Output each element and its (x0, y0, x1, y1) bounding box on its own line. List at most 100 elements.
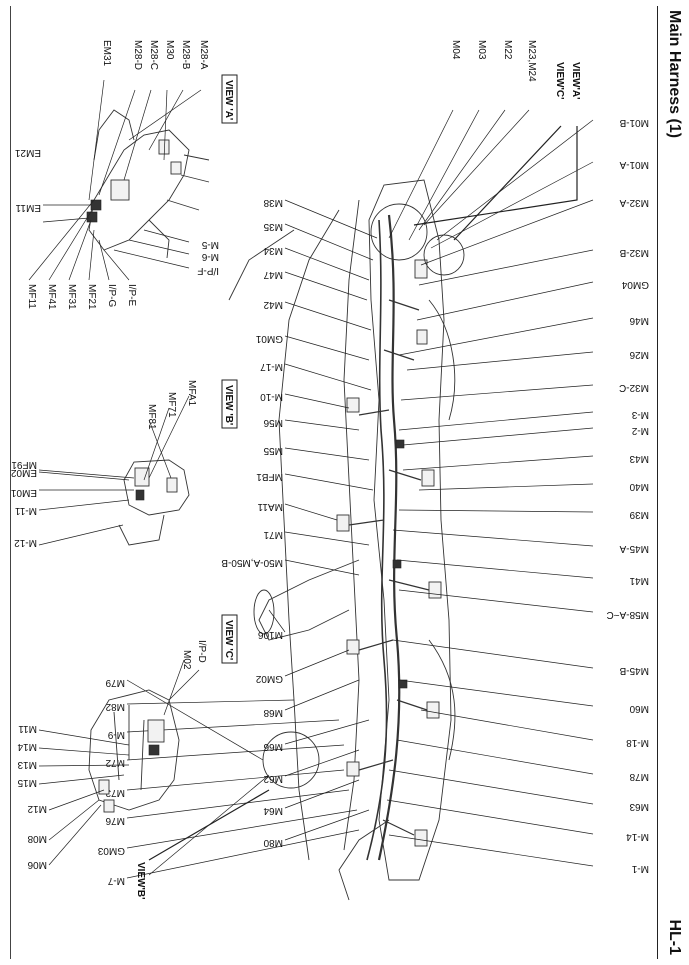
top-left-label: M03 (476, 40, 487, 60)
top-row-label: M78 (629, 771, 649, 782)
view-b-top-label: MFA1 (186, 380, 197, 407)
top-row-label: M39 (629, 509, 649, 520)
view-a-title: VIEW 'A' (223, 80, 234, 120)
view-pointers (148, 125, 578, 861)
middle-row-label: M106 (258, 629, 283, 640)
middle-row-label: M47 (263, 269, 283, 280)
view-a-right-top-label: M-6 (201, 251, 219, 262)
view-c-inset: VIEW 'C' (88, 614, 238, 813)
view-a-right-bottom-label: MF41 (46, 284, 57, 310)
view-b-top-label: MF81 (146, 404, 157, 430)
view-b-right-label: EM01 (10, 487, 37, 498)
middle-row-label: M-17 (260, 361, 283, 372)
top-left-label: M22 (502, 40, 513, 60)
top-row-label: M-2 (631, 425, 649, 436)
middle-row-label: M80 (263, 837, 283, 848)
middle-row-label: M66 (263, 741, 283, 752)
view-c-right-label: M13 (17, 759, 37, 770)
top-row-label: M-14 (626, 831, 649, 842)
middle-row-label: M50-A,M50-B (221, 557, 283, 568)
view-a-top-label: EM31 (101, 40, 112, 67)
pointer-view-c: VIEW'C' (554, 62, 565, 100)
view-a-top-label: M28-D (132, 40, 143, 70)
view-c-right-label: M12 (27, 803, 47, 814)
top-row-label: M-3 (631, 409, 649, 420)
middle-row-label: MFB1 (256, 471, 283, 482)
view-a-inset: VIEW 'A' (86, 74, 238, 259)
top-row-label: M-18 (626, 737, 649, 748)
middle-row-label: M71 (263, 529, 283, 540)
middle-row-label: M68 (263, 707, 283, 718)
view-c-leaders (38, 659, 200, 866)
view-b-top-label: MF71 (166, 392, 177, 418)
view-c-top-label: I/P-D (196, 640, 207, 663)
view-b-box (221, 379, 238, 429)
view-a-leaders (28, 79, 202, 281)
pointer-view-b: VIEW'B' (135, 862, 146, 900)
view-a-right-bottom-label: I/P-E (126, 284, 137, 307)
middle-row-labels: M38M35M34M47M42GM01M-17M-10M56M55MFB1MA1… (221, 197, 283, 848)
view-a-left-label: EM21 (14, 147, 41, 158)
middle-row-label: M62 (263, 773, 283, 784)
view-a-top-label: M28-A (198, 40, 209, 70)
middle-leaders (268, 199, 378, 841)
top-left-label: M04 (450, 40, 461, 60)
middle-row-label: M34 (263, 245, 283, 256)
top-row-label: M41 (629, 575, 649, 586)
bottom-right-label: M-9 (107, 729, 125, 740)
view-b-title: VIEW 'B' (223, 385, 234, 425)
top-row-label: M60 (629, 703, 649, 714)
view-c-box (221, 614, 238, 664)
view-a-top-label: M28-B (180, 40, 191, 70)
bottom-right-label: M76 (105, 815, 125, 826)
top-leaders (386, 109, 594, 867)
top-row-label: M-1 (631, 863, 649, 874)
top-row-label: M46 (629, 315, 649, 326)
top-row-label: M58-A~C (606, 609, 649, 620)
top-left-labels: M23,M24 M22 M03 M04 (450, 40, 537, 82)
top-row-label: M40 (629, 481, 649, 492)
top-left-label: M23,M24 (526, 40, 537, 82)
middle-row-label: MA11 (257, 501, 283, 512)
top-row-label: M45-A (619, 543, 649, 554)
view-c-right-label: M08 (27, 833, 47, 844)
bottom-right-label: M82 (105, 701, 125, 712)
view-b-right-label: EM02 (10, 467, 37, 478)
view-b-right-label: M-12 (14, 537, 37, 548)
bottom-right-label: M73 (105, 787, 125, 798)
top-row-label: M01-B (619, 117, 649, 128)
top-row-label: M45-B (619, 665, 649, 676)
middle-row-label: M56 (263, 417, 283, 428)
pointer-view-a: VIEW'A' (570, 62, 581, 100)
top-row-label: M32-A (619, 197, 649, 208)
middle-row-label: M42 (263, 299, 283, 310)
bottom-right-label: M79 (105, 677, 125, 688)
bottom-right-label: M-7 (107, 875, 125, 886)
middle-row-label: M35 (263, 221, 283, 232)
view-c-right-label: M15 (17, 777, 37, 788)
view-b-right-label: M-11 (15, 505, 37, 516)
top-row-label: M32-C (619, 382, 649, 393)
top-row-label: M32-B (619, 247, 649, 258)
view-c-title: VIEW 'C' (223, 620, 234, 660)
view-a-box (221, 74, 238, 124)
top-row-labels: M01-BM01-AM32-AM32-BGM04M46M26M32-CM-3M-… (606, 117, 649, 874)
bottom-right-label: M72 (105, 757, 125, 768)
view-c-right-label: M14 (17, 741, 37, 752)
view-b-left-label: MF91 (11, 459, 37, 470)
view-a-top-label: M30 (164, 40, 175, 60)
middle-row-label: GM01 (255, 333, 283, 344)
view-a-right-bottom-label: MF11 (26, 284, 37, 309)
view-b-leaders (38, 395, 190, 546)
view-c-right-label: M11 (18, 723, 37, 734)
view-a-right-bottom-label: MF21 (86, 284, 97, 310)
view-c-right-label: M06 (27, 859, 47, 870)
view-a-top-label: M28-C (148, 40, 159, 70)
view-b-inset: VIEW 'B' (118, 379, 238, 546)
top-row-label: M01-A (619, 159, 649, 170)
top-row-label: GM04 (621, 279, 649, 290)
